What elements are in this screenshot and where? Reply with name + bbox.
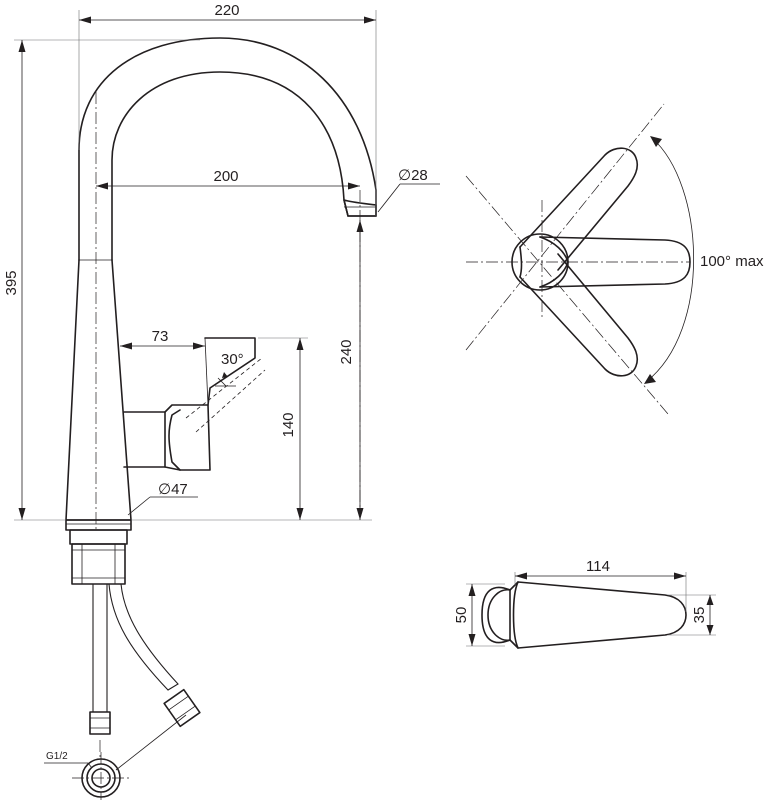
handle-top-view: 100° max bbox=[465, 103, 764, 415]
dim-height-total: 395 bbox=[3, 270, 20, 295]
handle-base bbox=[123, 411, 166, 468]
handle-detail-view: 114 50 35 bbox=[453, 558, 716, 649]
handle-hub bbox=[511, 233, 569, 291]
dim-spout-height: 240 bbox=[338, 339, 355, 364]
handle-lever bbox=[164, 404, 211, 471]
handle-position-center bbox=[539, 236, 691, 288]
dim-spout-diameter: ∅28 bbox=[398, 167, 428, 184]
faucet-body bbox=[65, 259, 132, 521]
dim-handle-length: 114 bbox=[586, 558, 610, 575]
hose-fitting-left bbox=[89, 711, 111, 735]
base-ring bbox=[65, 519, 132, 531]
braided-hoses bbox=[89, 583, 201, 735]
dim-rotation-max: 100° max bbox=[700, 253, 764, 270]
handle-position-right bbox=[519, 253, 639, 377]
hose-fitting-right bbox=[163, 688, 201, 728]
dim-handle-offset: 73 bbox=[152, 328, 169, 345]
dim-handle-width: 50 bbox=[453, 607, 470, 624]
side-view-dimensions: 220 200 ∅28 395 240 140 73 bbox=[3, 2, 440, 762]
thread-end-view bbox=[44, 714, 187, 800]
dim-width-total: 220 bbox=[214, 2, 239, 19]
dim-base-diameter: ∅47 bbox=[158, 481, 188, 498]
spout-outer bbox=[78, 37, 377, 261]
faucet-side-view bbox=[44, 37, 377, 800]
handle-position-left bbox=[519, 147, 639, 271]
dim-hose-thread: G1/2 bbox=[46, 751, 68, 762]
threaded-stud bbox=[69, 529, 128, 545]
dim-spout-reach: 200 bbox=[213, 168, 238, 185]
dim-handle-thickness: 35 bbox=[691, 607, 708, 624]
handle-detail-outline bbox=[481, 586, 511, 644]
dim-handle-tilt: 30° bbox=[221, 351, 244, 368]
dim-handle-height: 140 bbox=[280, 412, 297, 437]
